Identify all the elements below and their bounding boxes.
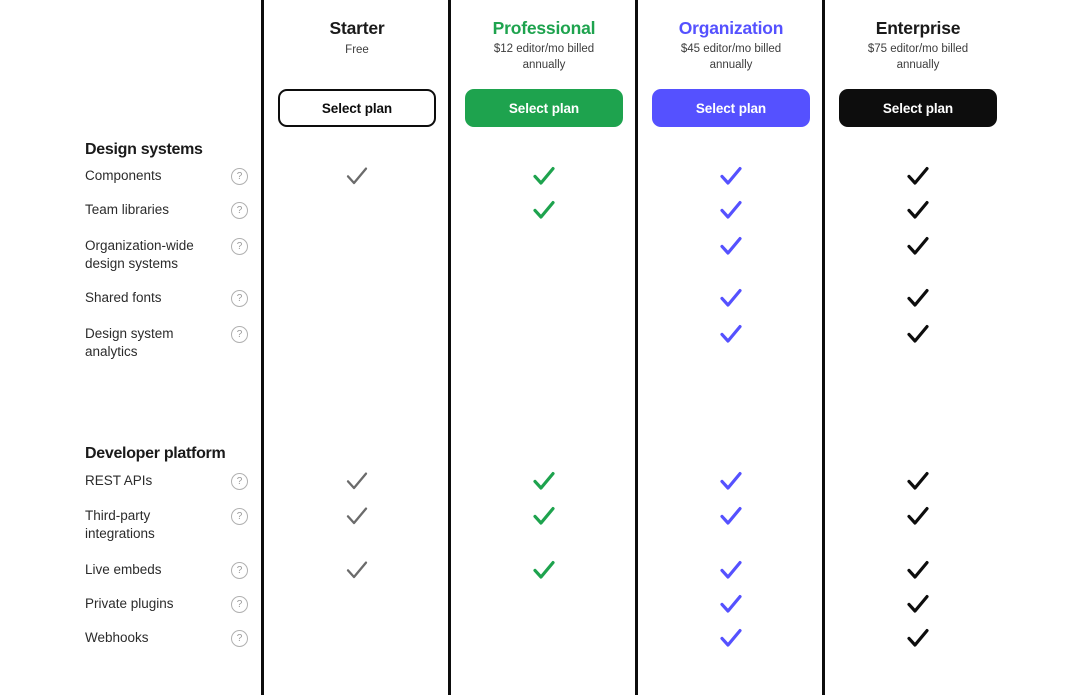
help-icon[interactable]: ? xyxy=(231,202,248,219)
checkmark-icon xyxy=(905,503,931,529)
checkmark-icon xyxy=(905,233,931,259)
checkmark-icon xyxy=(531,503,557,529)
feature-label: Webhooks xyxy=(85,630,149,645)
plan-header-professional: Professional $12 editor/mo billed annual… xyxy=(451,0,638,140)
help-icon[interactable]: ? xyxy=(231,508,248,525)
checkmark-icon xyxy=(718,591,744,617)
column-divider-3 xyxy=(635,0,638,695)
select-plan-starter-button[interactable]: Select plan xyxy=(278,89,436,127)
plan-price: $12 editor/mo billed annually xyxy=(493,43,595,71)
feature-label: Components xyxy=(85,168,162,183)
help-icon[interactable]: ? xyxy=(231,290,248,307)
feature-label: Design system analytics xyxy=(85,326,174,359)
checkmark-icon xyxy=(344,468,370,494)
column-divider-2 xyxy=(448,0,451,695)
checkmark-icon xyxy=(531,163,557,189)
checkmark-icon xyxy=(718,163,744,189)
checkmark-icon xyxy=(718,285,744,311)
checkmark-icon xyxy=(531,197,557,223)
help-icon[interactable]: ? xyxy=(231,238,248,255)
plan-header-enterprise: Enterprise $75 editor/mo billed annually xyxy=(825,0,1012,140)
select-plan-organization-wrap: Select plan xyxy=(652,89,810,127)
checkmark-icon xyxy=(718,503,744,529)
checkmark-icon xyxy=(905,163,931,189)
checkmark-icon xyxy=(531,557,557,583)
select-plan-organization-button[interactable]: Select plan xyxy=(652,89,810,127)
feature-label: Private plugins xyxy=(85,596,174,611)
help-icon[interactable]: ? xyxy=(231,562,248,579)
checkmark-icon xyxy=(344,163,370,189)
checkmark-icon xyxy=(718,321,744,347)
checkmark-icon xyxy=(905,197,931,223)
section-title-design-systems: Design systems xyxy=(85,141,203,158)
help-icon[interactable]: ? xyxy=(231,596,248,613)
checkmark-icon xyxy=(905,468,931,494)
plan-price: $75 editor/mo billed annually xyxy=(867,43,969,71)
checkmark-icon xyxy=(905,321,931,347)
checkmark-icon xyxy=(718,233,744,259)
feature-label: Third-party integrations xyxy=(85,508,155,541)
plan-name: Starter xyxy=(329,18,385,38)
checkmark-icon xyxy=(718,197,744,223)
plan-price: Free xyxy=(345,44,369,56)
checkmark-icon xyxy=(531,468,557,494)
checkmark-icon xyxy=(905,285,931,311)
feature-label: Organization-wide design systems xyxy=(85,238,194,271)
column-divider-1 xyxy=(261,0,264,695)
plan-name: Organization xyxy=(678,18,784,38)
plan-header-starter: Starter Free xyxy=(264,0,451,140)
select-plan-enterprise-button[interactable]: Select plan xyxy=(839,89,997,127)
checkmark-icon xyxy=(905,591,931,617)
help-icon[interactable]: ? xyxy=(231,168,248,185)
help-icon[interactable]: ? xyxy=(231,630,248,647)
feature-label: REST APIs xyxy=(85,473,153,488)
help-icon[interactable]: ? xyxy=(231,473,248,490)
feature-label: Live embeds xyxy=(85,562,162,577)
plan-name: Professional xyxy=(492,18,596,38)
select-plan-enterprise-wrap: Select plan xyxy=(839,89,997,127)
plan-header-organization: Organization $45 editor/mo billed annual… xyxy=(638,0,825,140)
checkmark-icon xyxy=(718,468,744,494)
checkmark-icon xyxy=(718,625,744,651)
checkmark-icon xyxy=(344,503,370,529)
checkmark-icon xyxy=(905,625,931,651)
help-icon[interactable]: ? xyxy=(231,326,248,343)
feature-label: Shared fonts xyxy=(85,290,162,305)
feature-label: Team libraries xyxy=(85,202,170,217)
section-title-developer-platform: Developer platform xyxy=(85,445,226,462)
checkmark-icon xyxy=(718,557,744,583)
plan-price: $45 editor/mo billed annually xyxy=(680,43,782,71)
select-plan-professional-button[interactable]: Select plan xyxy=(465,89,623,127)
select-plan-professional-wrap: Select plan xyxy=(465,89,623,127)
checkmark-icon xyxy=(905,557,931,583)
checkmark-icon xyxy=(344,557,370,583)
column-divider-4 xyxy=(822,0,825,695)
select-plan-starter-wrap: Select plan xyxy=(278,89,436,127)
plan-name: Enterprise xyxy=(875,18,961,38)
